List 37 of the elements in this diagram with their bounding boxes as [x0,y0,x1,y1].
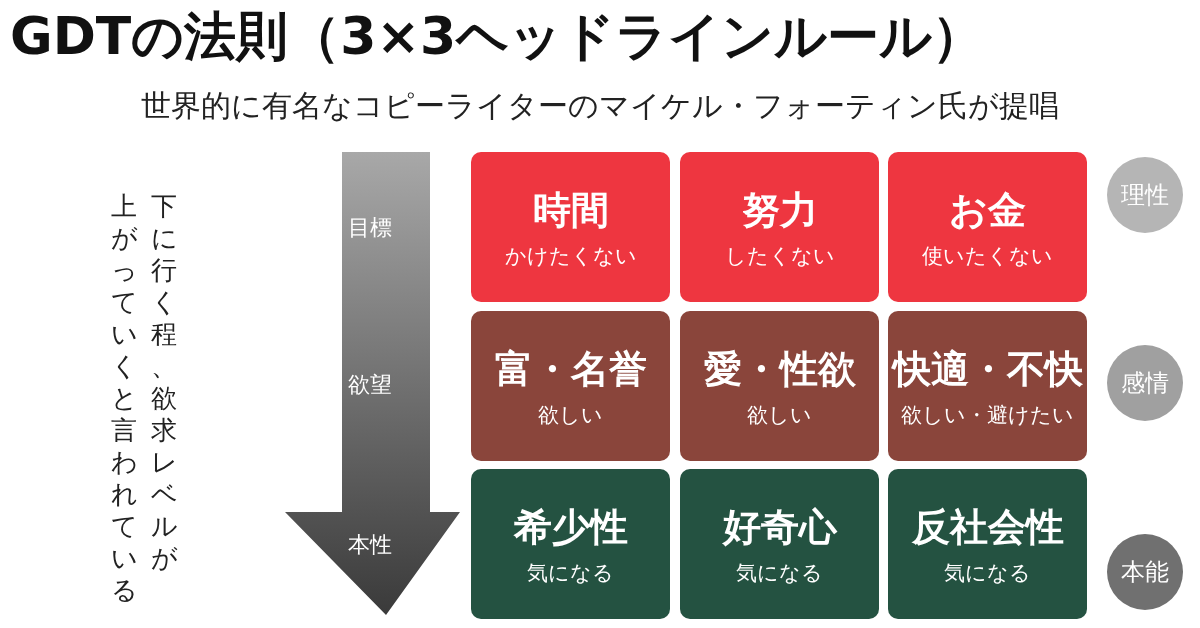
card-text: 欲しい [538,401,603,429]
category-card [680,311,879,461]
card-heading: 快適・不快 [892,345,1083,393]
card-heading: 時間 [532,186,609,234]
level-label: 目標 [347,214,393,242]
card-heading: 愛・性欲 [703,345,856,393]
category-card [680,152,879,302]
card-text: 使いたくない [922,242,1053,270]
category-circle: 感情 [1107,345,1183,421]
card-heading: 希少性 [513,503,628,551]
category-card [888,152,1087,302]
card-text: 気になる [527,559,614,587]
card-text: したくない [724,242,835,270]
card-heading: 富・名誉 [494,345,647,393]
card-text: 欲しい [747,401,812,429]
card-text: 欲しい・避けたい [901,401,1074,429]
card-heading: お金 [949,186,1026,234]
title: GDTの法則（3×3ヘッドラインルール） [10,5,985,68]
level-label: 本性 [347,531,393,559]
category-circle: 理性 [1107,157,1183,233]
category-card [888,469,1087,619]
card-text: 気になる [944,559,1031,587]
card-heading: 努力 [741,186,818,234]
category-card [471,152,670,302]
card-heading: 好奇心 [722,503,837,551]
note-text: 下に行く程、欲求レベルが [150,190,178,574]
card-heading: 反社会性 [911,503,1064,551]
card-text: 気になる [736,559,823,587]
category-card [471,311,670,461]
level-label: 欲望 [347,371,393,399]
category-card [680,469,879,619]
category-card [888,311,1087,461]
category-circle: 本能 [1107,534,1183,610]
note-text: 上がっていくと言われている [110,190,138,606]
card-text: かけたくない [504,242,637,270]
category-card [471,469,670,619]
subtitle: 世界的に有名なコピーライターのマイケル・フォーティン氏が提唱 [140,87,1060,125]
